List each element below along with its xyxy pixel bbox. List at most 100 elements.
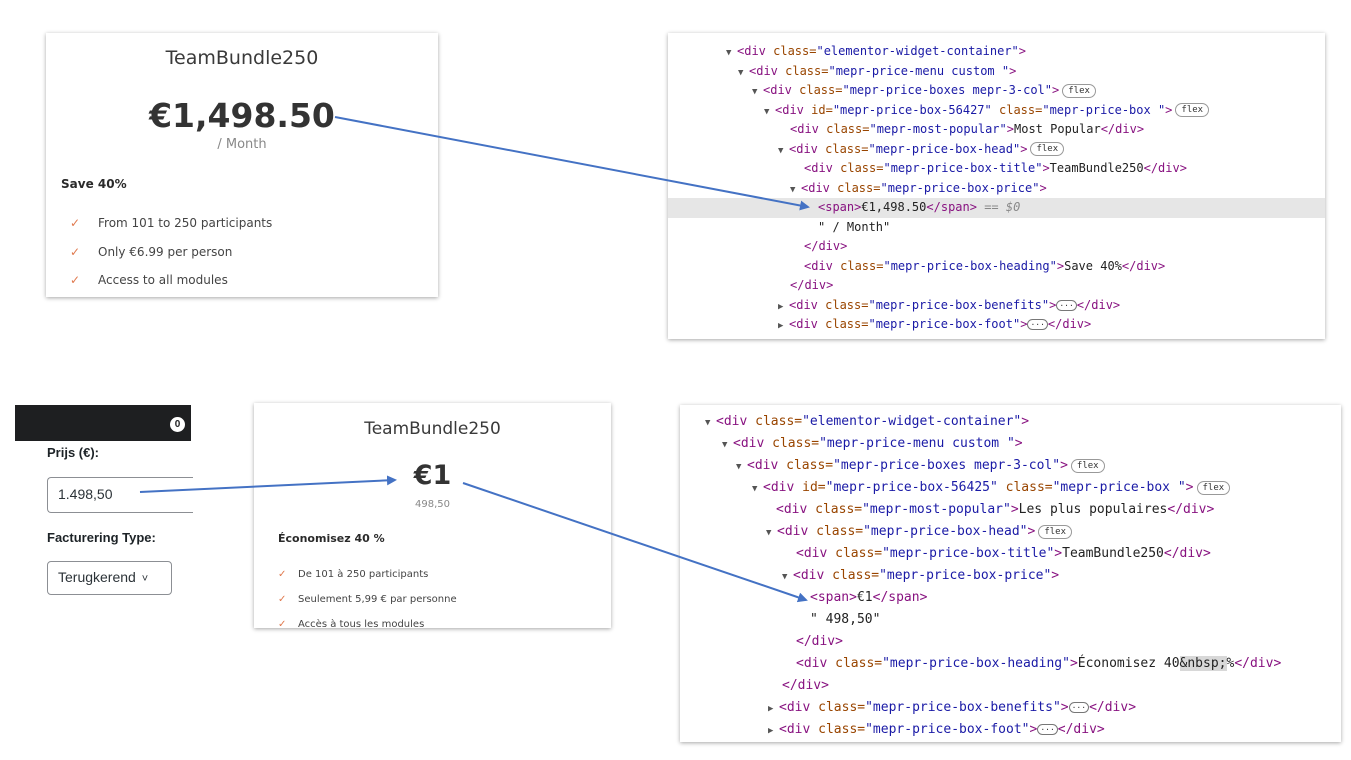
attr-name: class= <box>755 414 803 429</box>
attr-name: class= <box>837 180 881 195</box>
dom-node-line[interactable]: ▼<div class="mepr-price-menu custom "> <box>722 433 1023 455</box>
dom-node-line[interactable]: ▼<div class="mepr-price-menu custom "> <box>738 62 1016 82</box>
tag-close: </span> <box>926 200 977 214</box>
dom-node-line[interactable]: " / Month" <box>818 218 890 238</box>
attr-name: id= <box>811 102 833 117</box>
dom-node-line[interactable]: ▼<div class="mepr-price-boxes mepr-3-col… <box>752 81 1096 101</box>
triangle-collapse-icon[interactable]: ▼ <box>705 418 711 428</box>
dom-node-line[interactable]: <div class="mepr-price-box-heading">Save… <box>804 257 1165 277</box>
node-text: " 498,50" <box>810 612 881 627</box>
dom-node-line[interactable]: <span>€1,498.50</span> == $0 <box>668 198 1325 218</box>
flex-badge: flex <box>1062 83 1096 98</box>
triangle-collapse-icon[interactable]: ▼ <box>778 145 784 156</box>
cart-count-badge[interactable]: 0 <box>170 417 185 432</box>
tag-open: <div <box>716 414 756 429</box>
dom-node-line[interactable]: <div class="mepr-price-box-heading">Écon… <box>796 653 1281 675</box>
attr-value: "mepr-price-box " <box>1052 480 1186 495</box>
tag-close: </div> <box>1121 258 1166 273</box>
attr-name: class= <box>991 102 1043 117</box>
attr-value: "mepr-price-box " <box>1042 102 1166 117</box>
triangle-collapse-icon[interactable]: ▼ <box>752 484 758 494</box>
nbsp-entity: &nbsp; <box>1179 656 1227 671</box>
price-input[interactable]: 1.498,50 <box>47 477 193 513</box>
check-icon: ✓ <box>70 273 81 288</box>
triangle-collapse-icon[interactable]: ▼ <box>782 572 788 582</box>
dom-node-line[interactable]: ▼<div id="mepr-price-box-56427" class="m… <box>764 101 1210 121</box>
dom-node-line[interactable]: </div> <box>790 276 833 296</box>
tag-open: <div <box>779 700 819 715</box>
dom-node-line[interactable]: ▼<div class="mepr-price-boxes mepr-3-col… <box>736 455 1105 477</box>
attr-value: "mepr-most-popular" <box>869 122 1007 136</box>
tag-open: <div <box>737 44 774 58</box>
tag-close: </div> <box>1089 700 1137 715</box>
dom-node-line[interactable]: <span>€1</span> <box>810 587 927 609</box>
collapsed-children-icon: ··· <box>1027 319 1048 330</box>
tag-end: > <box>1039 180 1047 195</box>
triangle-expand-icon[interactable]: ▶ <box>778 301 784 312</box>
triangle-collapse-icon[interactable]: ▼ <box>766 528 772 538</box>
card-price: €1 <box>413 460 452 491</box>
dom-node-line[interactable]: ▼<div class="mepr-price-box-price"> <box>790 179 1047 199</box>
triangle-collapse-icon[interactable]: ▼ <box>752 87 758 97</box>
dom-node-line[interactable]: </div> <box>782 675 829 697</box>
dom-node-line[interactable]: ▼<div class="mepr-price-box-head">flex <box>766 521 1072 543</box>
dom-node-line[interactable]: </div> <box>796 631 843 653</box>
tag-end: > <box>1042 161 1050 175</box>
chevron-down-icon: ˅ <box>141 573 149 585</box>
dom-node-line[interactable]: ▶<div class="mepr-price-box-foot">···</d… <box>778 315 1091 335</box>
dom-node-line[interactable]: ▶<div class="mepr-price-box-foot">···</d… <box>768 719 1105 741</box>
list-item: ✓De 101 à 250 participants <box>278 569 429 580</box>
attr-name: class= <box>835 546 883 561</box>
tag-end: > <box>1006 122 1014 136</box>
benefits-list: ✓From 101 to 250 participants ✓Only €6.9… <box>70 209 272 295</box>
dom-node-line[interactable]: ▼<div class="elementor-widget-container"… <box>726 42 1026 62</box>
tag-close: </div> <box>1047 317 1092 331</box>
attr-value: "mepr-price-box-title" <box>882 546 1055 561</box>
dom-node-line[interactable]: <div class="mepr-price-box-title">TeamBu… <box>796 543 1211 565</box>
tag-open: <div <box>763 480 803 495</box>
admin-top-bar: 0 <box>15 405 191 441</box>
tag-open: <div <box>777 524 817 539</box>
dom-node-line[interactable]: ▼<div class="elementor-widget-container"… <box>705 411 1029 433</box>
tag-close: </div> <box>790 278 834 292</box>
attr-name: class= <box>825 141 869 156</box>
dom-node-line[interactable]: ▶<div class="mepr-price-box-benefits">··… <box>778 296 1120 316</box>
attr-value: "mepr-price-box-foot" <box>865 722 1030 737</box>
attr-value: "mepr-price-box-benefits" <box>865 700 1061 715</box>
triangle-collapse-icon[interactable]: ▼ <box>736 462 742 472</box>
list-item: ✓From 101 to 250 participants <box>70 216 273 231</box>
collapsed-children-icon: ··· <box>1068 702 1090 713</box>
triangle-collapse-icon[interactable]: ▼ <box>764 106 770 117</box>
triangle-collapse-icon[interactable]: ▼ <box>726 48 732 58</box>
dom-node-line[interactable]: <div class="mepr-most-popular">Les plus … <box>776 499 1214 521</box>
price-card-english: TeamBundle250 €1,498.50 / Month Save 40%… <box>46 33 438 297</box>
dom-node-line[interactable]: ▼<div id="mepr-price-box-56425" class="m… <box>752 477 1231 499</box>
attr-name: class= <box>825 297 869 312</box>
node-text: Most Popular <box>1014 122 1101 136</box>
billing-type-label: Facturering Type: <box>47 530 156 545</box>
triangle-collapse-icon[interactable]: ▼ <box>738 67 744 78</box>
dom-node-line[interactable]: <div class="mepr-most-popular">Most Popu… <box>790 120 1144 140</box>
tag-end: > <box>1021 414 1030 429</box>
dom-node-line[interactable]: " 498,50" <box>810 609 880 631</box>
dom-node-line[interactable]: ▼<div class="mepr-price-box-price"> <box>782 565 1059 587</box>
card-heading: Économisez 40 % <box>278 532 385 545</box>
triangle-expand-icon[interactable]: ▶ <box>768 704 774 714</box>
tag-open: <div <box>796 656 836 671</box>
dom-node-line[interactable]: </div> <box>804 237 847 257</box>
triangle-collapse-icon[interactable]: ▼ <box>722 440 728 450</box>
billing-type-select[interactable]: Terugkerend ˅ <box>47 561 172 595</box>
dom-node-line[interactable]: ▼<div class="mepr-price-box-head">flex <box>778 140 1065 160</box>
triangle-expand-icon[interactable]: ▶ <box>778 321 784 331</box>
tag-open: <div <box>779 722 819 737</box>
attr-value: "mepr-price-box-price" <box>879 568 1052 583</box>
dom-node-line[interactable]: <div class="mepr-price-box-title">TeamBu… <box>804 159 1187 179</box>
dom-node-line[interactable]: ▶<div class="mepr-price-box-benefits">··… <box>768 697 1136 719</box>
tag-open: <div <box>796 546 836 561</box>
attr-name: class= <box>825 317 869 331</box>
triangle-expand-icon[interactable]: ▶ <box>768 726 774 736</box>
check-icon: ✓ <box>278 619 287 628</box>
attr-name: class= <box>773 44 817 58</box>
attr-value: "mepr-price-boxes mepr-3-col" <box>833 458 1061 473</box>
tag-open: <div <box>776 502 816 517</box>
